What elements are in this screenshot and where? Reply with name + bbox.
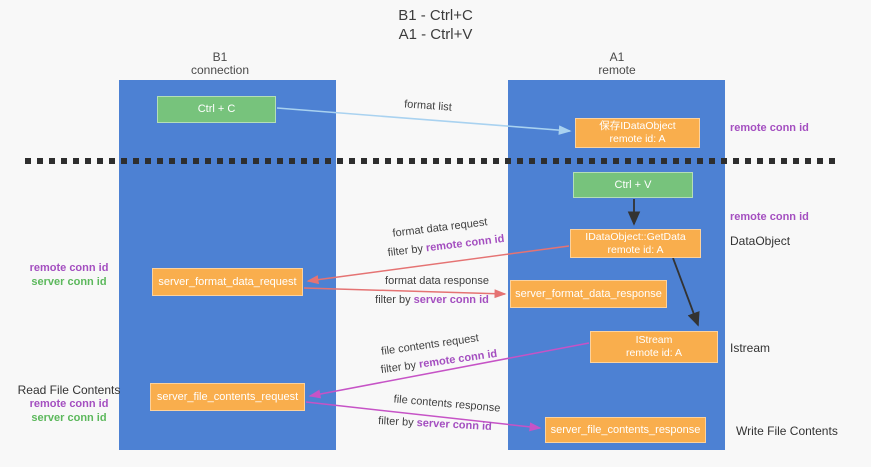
dataobject-label: DataObject [730,234,791,248]
node-server-format-data-response: server_format_data_response [510,280,667,308]
right-remote-conn-id-label-2: remote conn id [730,211,809,223]
read-file-contents-label: Read File Contents [17,383,121,397]
right-remote-conn-id-label-1: remote conn id [730,122,809,134]
phase-divider-dashed-line [25,158,837,164]
title-line-1: B1 - Ctrl+C [398,7,473,24]
left-remote-conn-id-label-1: remote conn id [29,262,109,274]
node-ctrl-v-label: Ctrl + V [614,178,652,191]
istream-label: Istream [730,341,771,355]
node-server-format-data-request-label: server_format_data_request [158,275,297,288]
filter-by-text: filter by [375,294,411,306]
filter-by-text: filter by [377,415,414,429]
server-conn-id-text: server conn id [416,417,493,433]
label-filter-by-server-conn-id-1: filter by server conn id [375,294,489,306]
right-column-header: A1 remote [537,51,697,77]
node-ctrl-c-label: Ctrl + C [197,103,236,115]
node-idataobject-getdata: IDataObject::GetData remote id: A [570,229,701,258]
node-save-idataobject: 保存IDataObject remote id: A [575,118,700,148]
label-filter-by-server-conn-id-2: filter by server conn id [378,415,492,433]
node-server-file-contents-request: server_file_contents_request [150,383,305,411]
node-server-format-data-request: server_format_data_request [152,268,303,296]
node-idataobject-getdata-line2: remote id: A [607,243,664,256]
node-server-file-contents-request-label: server_file_contents_request [156,390,299,403]
left-conn-id-block-top: remote conn id server conn id [16,261,122,289]
right-column-role: remote [598,63,636,77]
remote-conn-id-text: remote conn id [418,347,498,371]
title-line-2: A1 - Ctrl+V [398,26,473,43]
left-conn-id-block-bottom: Read File Contents remote conn id server… [16,383,122,425]
node-ctrl-c: Ctrl + C [157,96,276,123]
left-column-header: B1 connection [140,51,300,77]
left-remote-conn-id-label-2: remote conn id [29,398,109,410]
node-istream: IStream remote id: A [590,331,718,363]
right-column-name: A1 [609,50,625,64]
node-istream-line1: IStream [635,334,673,346]
diagram-title: B1 - Ctrl+C A1 - Ctrl+V [0,6,871,44]
left-server-conn-id-label-1: server conn id [31,276,107,288]
write-file-contents-label: Write File Contents [736,424,838,438]
left-server-conn-id-label-2: server conn id [31,412,107,424]
left-column-role: connection [190,63,250,77]
node-save-idataobject-line1: 保存IDataObject [599,120,676,132]
remote-conn-id-text: remote conn id [425,232,505,255]
node-save-idataobject-line2: remote id: A [609,133,666,145]
node-server-file-contents-response: server_file_contents_response [545,417,706,443]
node-istream-line2: remote id: A [625,347,683,359]
label-file-contents-response: file contents response [393,393,501,415]
filter-by-text: filter by [387,242,424,260]
label-format-list: format list [403,98,453,114]
filter-by-text: filter by [380,359,417,377]
node-server-file-contents-response-label: server_file_contents_response [550,423,701,436]
server-conn-id-text: server conn id [413,294,489,306]
label-format-data-response: format data response [385,275,489,287]
node-idataobject-getdata-line1: IDataObject::GetData [585,230,686,243]
left-column-name: B1 [212,50,228,64]
node-ctrl-v: Ctrl + V [573,172,693,198]
node-server-format-data-response-label: server_format_data_response [515,287,662,300]
